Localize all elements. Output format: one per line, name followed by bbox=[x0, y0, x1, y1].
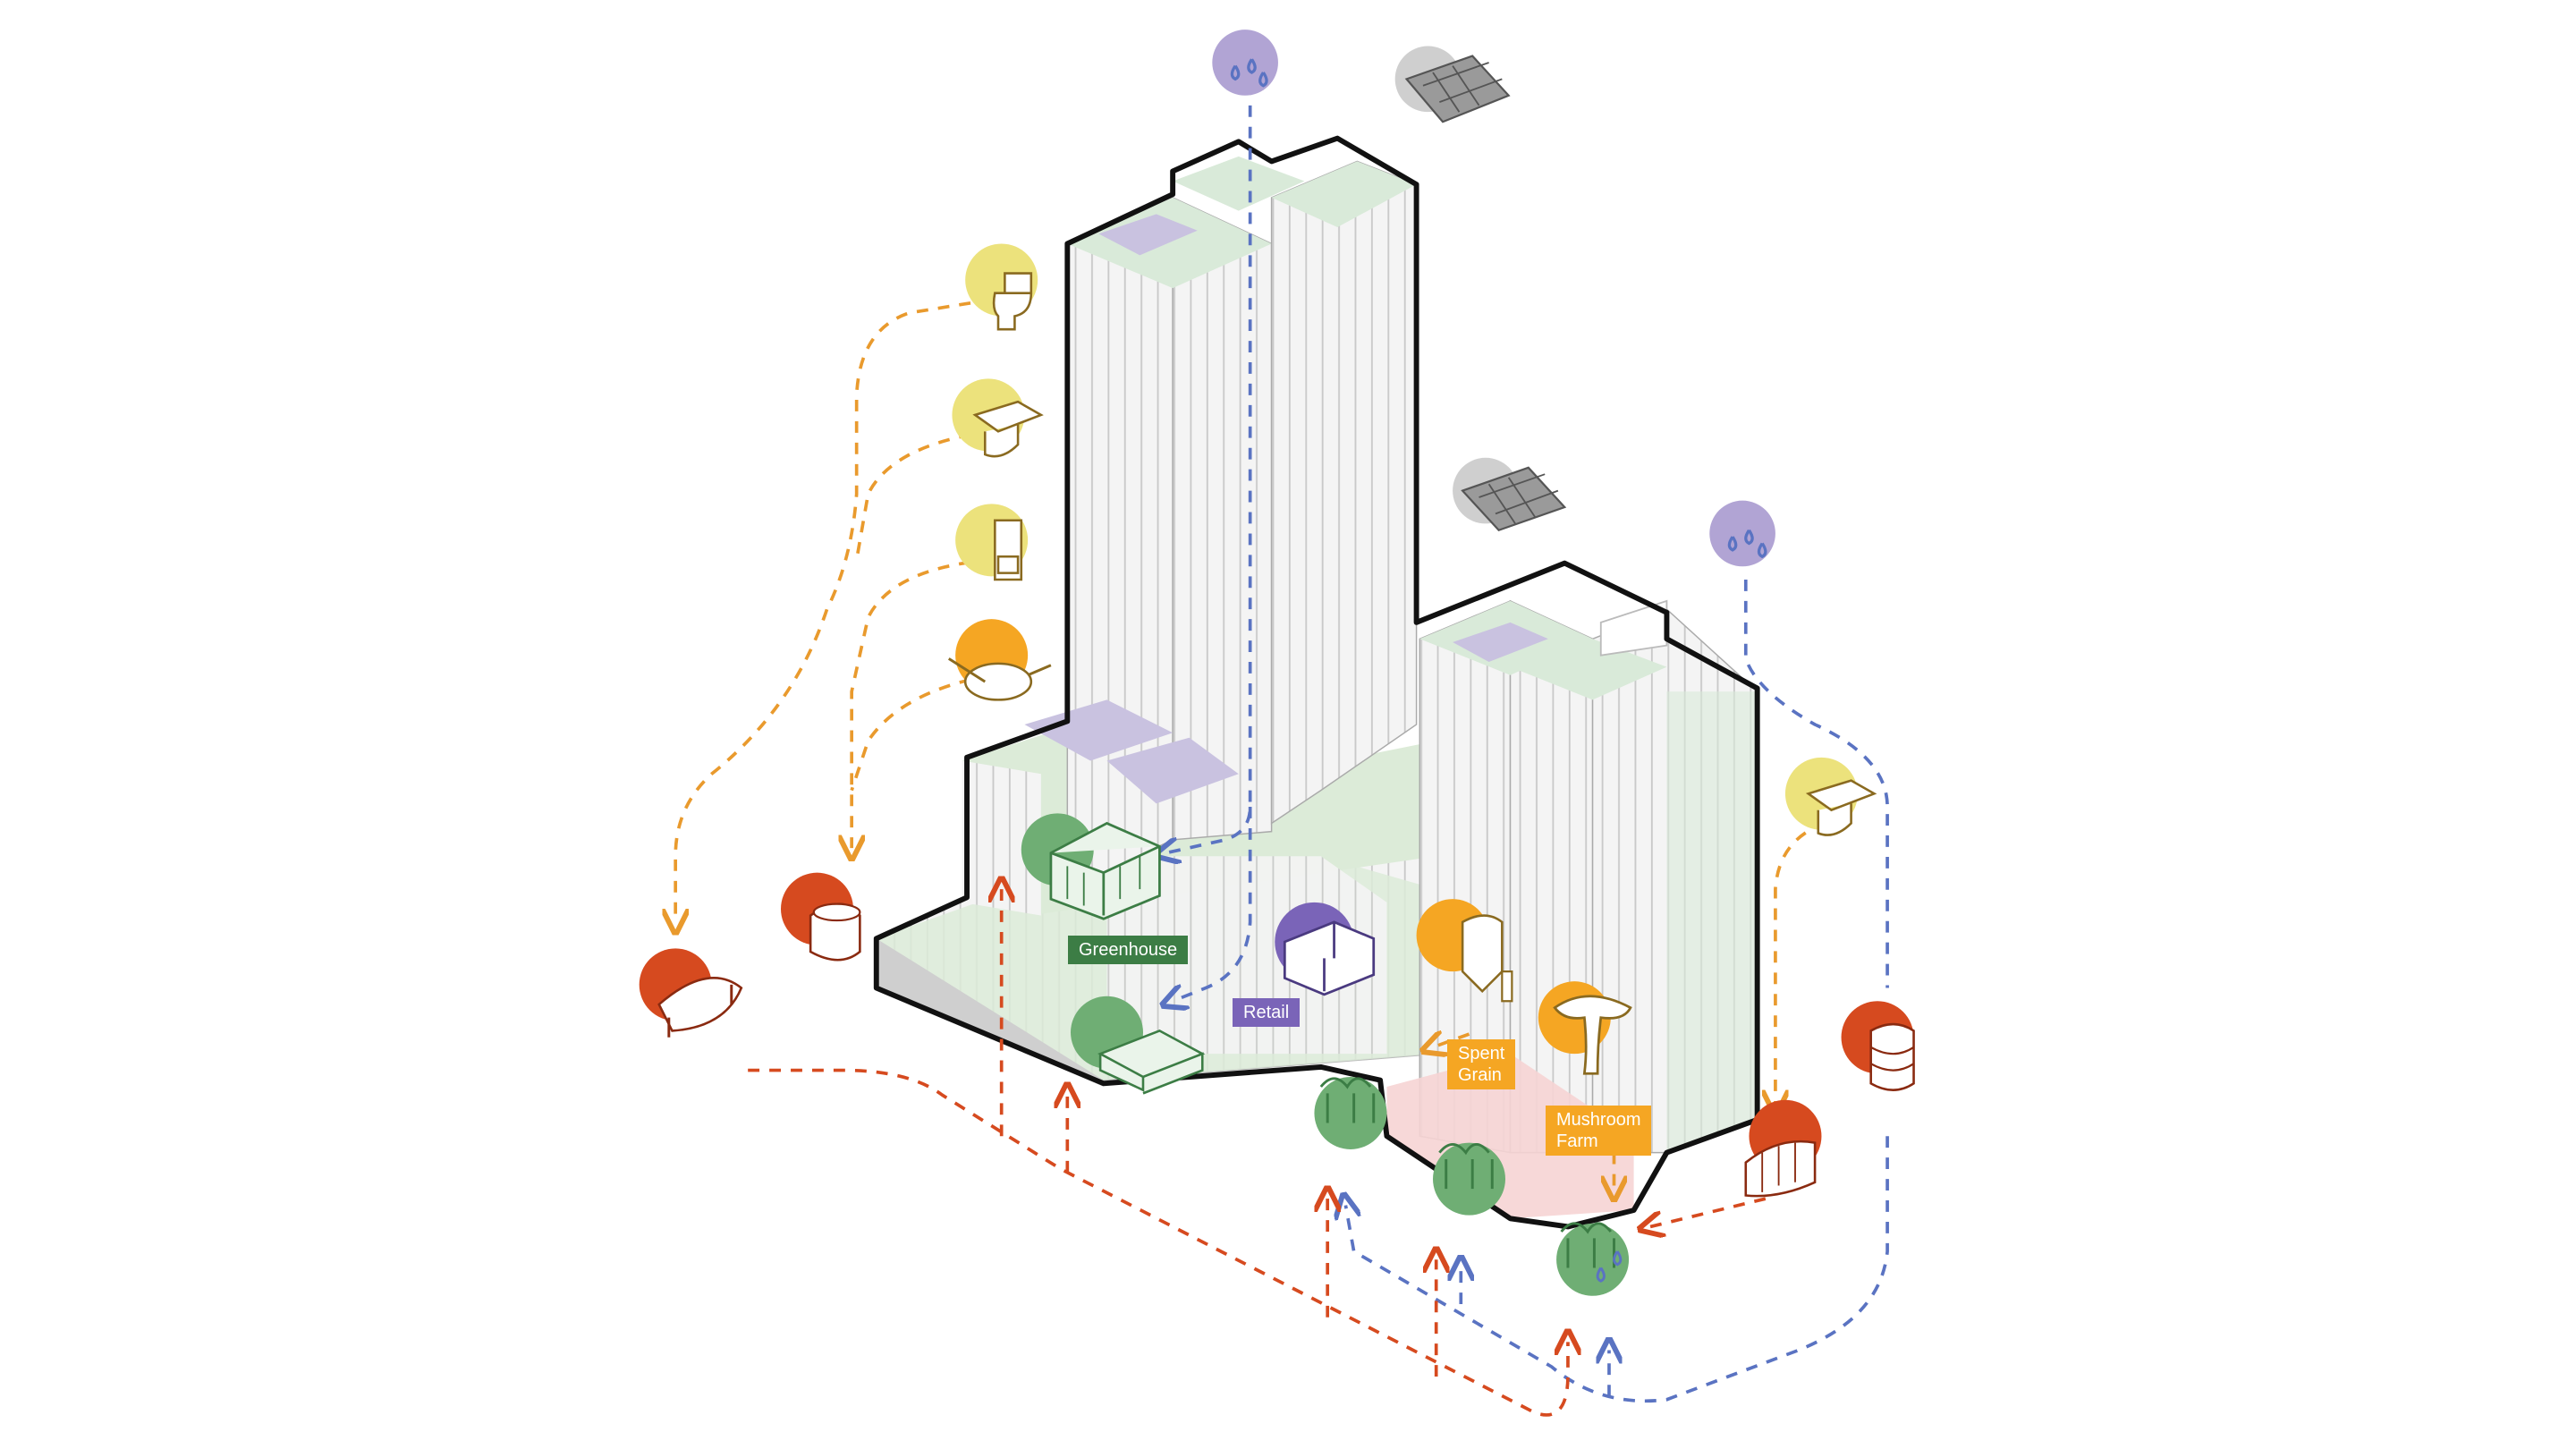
solar-panel-icon bbox=[1453, 457, 1567, 532]
greenhouse-label: Greenhouse bbox=[1068, 936, 1189, 964]
rain-icon bbox=[1709, 500, 1775, 567]
brewery-tank-icon bbox=[1416, 899, 1513, 1003]
retail-shop-icon bbox=[1275, 902, 1376, 996]
digester-tank-icon bbox=[639, 948, 743, 1038]
building-outline bbox=[873, 135, 1760, 1230]
sink-icon bbox=[1784, 757, 1877, 836]
blue-water-flows bbox=[1166, 105, 1889, 1403]
greenhouse-icon bbox=[1021, 813, 1161, 920]
planter-icon bbox=[1556, 1222, 1630, 1296]
rain-icon bbox=[1212, 30, 1278, 96]
planter-icon bbox=[1071, 996, 1206, 1095]
composter-icon bbox=[781, 872, 861, 962]
planter-icon bbox=[1433, 1142, 1505, 1216]
solar-panel-icon bbox=[1394, 46, 1511, 123]
toilet-icon bbox=[965, 243, 1038, 331]
planter-icon bbox=[1314, 1076, 1387, 1149]
food-plate-icon bbox=[947, 619, 1052, 701]
mushroom-farm-label: Mushroom Farm bbox=[1546, 1106, 1652, 1156]
water-tank-icon bbox=[1744, 1099, 1822, 1198]
mushroom-icon bbox=[1538, 981, 1632, 1075]
red-energy-flows bbox=[748, 889, 1767, 1417]
water-tank-icon bbox=[1841, 1001, 1915, 1091]
sink-icon bbox=[952, 378, 1044, 458]
spent-grain-label: Spent Grain bbox=[1447, 1039, 1516, 1089]
retail-label: Retail bbox=[1233, 998, 1301, 1027]
shower-icon bbox=[955, 504, 1029, 581]
